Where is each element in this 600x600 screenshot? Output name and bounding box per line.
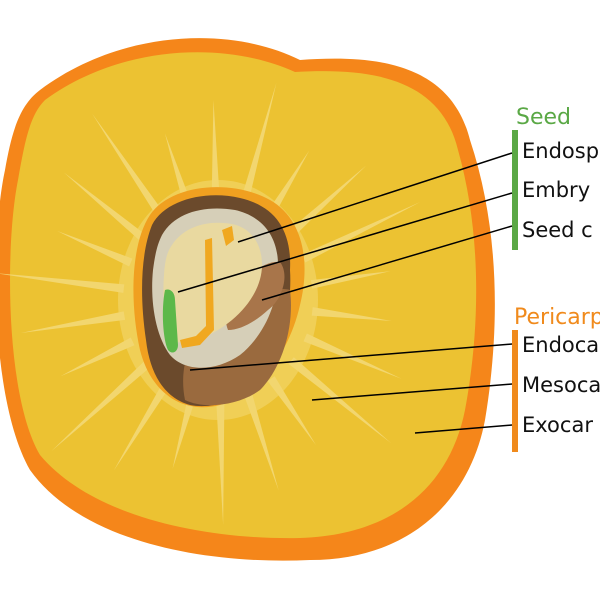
- mesocarp-ray: [285, 165, 367, 240]
- exocarp-label: Exocar: [522, 413, 593, 437]
- mesocarp-ray: [310, 271, 391, 289]
- endocarp-leader: [189, 343, 513, 371]
- embryo-orange: [180, 238, 214, 348]
- embryo-label: Embry: [522, 178, 590, 202]
- mesocarp-ray: [288, 357, 392, 444]
- mesocarp-ray: [60, 337, 135, 377]
- embryo-leader: [177, 192, 513, 293]
- pericarp-bracket-bar: [512, 330, 518, 452]
- exocarp-leader: [414, 424, 513, 434]
- mesocarp-ray: [311, 307, 392, 321]
- seed-bracket-bar: [512, 130, 518, 250]
- embryo-orange-tip: [222, 226, 234, 246]
- mesocarp-ray: [0, 273, 125, 293]
- endosperm-leader: [237, 152, 513, 243]
- mesocarp-ray: [63, 172, 148, 243]
- mesocarp-ray: [51, 360, 151, 452]
- mesocarp-ray: [242, 389, 279, 491]
- embryo-green: [162, 289, 178, 353]
- seed-coat-leader: [261, 225, 513, 301]
- mesocarp-ray: [113, 378, 173, 471]
- mesocarp-ray: [57, 230, 133, 267]
- mesocarp-ray: [211, 100, 221, 206]
- endocarp-label: Endoca: [522, 333, 599, 357]
- mesocarp-leader: [311, 383, 513, 401]
- endosperm-label: Endosp: [522, 139, 599, 163]
- mesocarp-label: Mesoca: [522, 373, 600, 397]
- mesocarp-ray: [20, 311, 126, 333]
- mesocarp-ray: [92, 113, 169, 224]
- seed-coat-shape: [225, 261, 285, 330]
- seed-title: Seed: [516, 105, 571, 130]
- seed-coat-label: Seed c: [522, 218, 593, 242]
- mesocarp-ray: [215, 394, 225, 525]
- pericarp-title: Pericarp: [514, 305, 600, 330]
- mesocarp-ray: [238, 82, 277, 210]
